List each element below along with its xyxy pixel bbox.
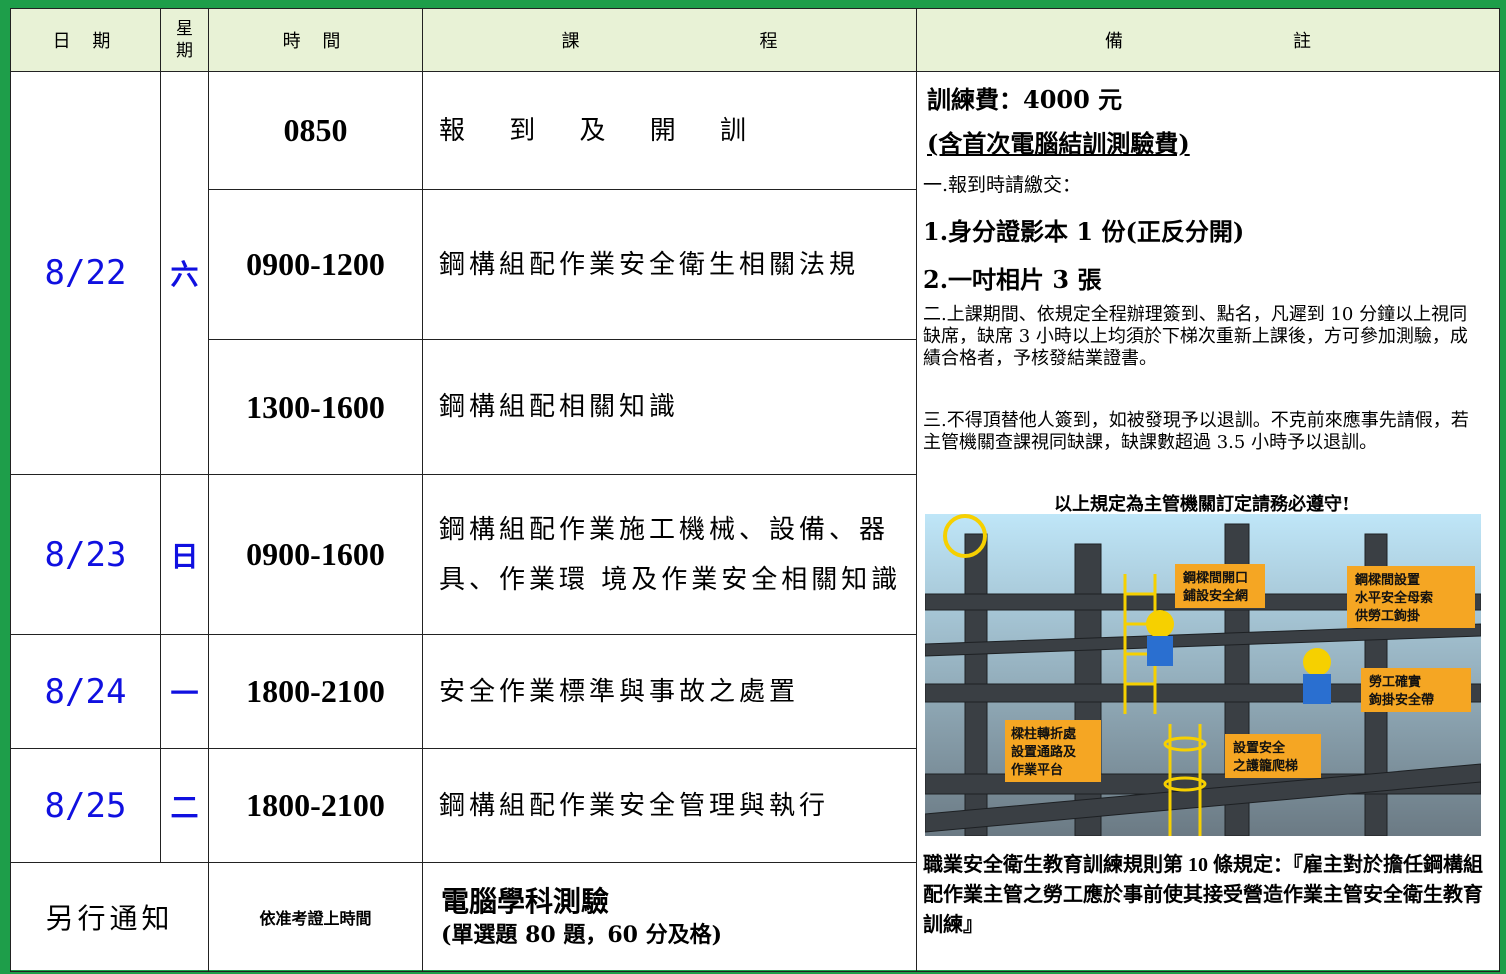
- exam-subtitle: (單選題 80 題，60 分及格): [441, 922, 723, 948]
- course-cell: 報 到 及 開 訓: [422, 71, 917, 190]
- fee-note: (含首次電腦結訓測驗費): [927, 129, 1190, 158]
- time-cell: 0900-1600: [208, 474, 423, 635]
- notes-cell: 訓練費：4000 元 (含首次電腦結訓測驗費) 一.報到時請繳交： 1.身分證影…: [916, 71, 1500, 972]
- header-date: 日 期: [10, 8, 161, 72]
- exam-title: 電腦學科測驗: [441, 885, 610, 918]
- week-cell: 日: [160, 474, 209, 635]
- time-cell: 1800-2100: [208, 634, 423, 749]
- law-text: 職業安全衛生教育訓練規則第 10 條規定：『雇主對於擔任鋼構組配作業主管之勞工應…: [923, 854, 1483, 936]
- course-cell: 鋼構組配相關知識: [422, 339, 917, 475]
- rule-two: 二.上課期間、依規定全程辦理簽到、點名，凡遲到 10 分鐘以上視同缺席，缺席 3…: [923, 304, 1468, 369]
- course-cell: 鋼構組配作業施工機械、設備、器具、作業環 境及作業安全相關知識: [422, 474, 917, 635]
- header-course: 課程: [422, 8, 917, 72]
- time-cell: 0850: [208, 71, 423, 190]
- schedule-table: 日 期 星期 時 間 課程 備註 8/22 六 0850 報 到 及 開 訓 訓…: [10, 8, 1500, 972]
- course-cell: 安全作業標準與事故之處置: [422, 634, 917, 749]
- illus-label-2a: 鋼樑間設置: [1354, 572, 1420, 588]
- item-one: 一.報到時請繳交：: [923, 174, 1082, 196]
- week-cell: 二: [160, 748, 209, 863]
- illus-label-5a: 設置安全: [1233, 740, 1286, 756]
- illus-label-4b: 設置通路及: [1011, 744, 1077, 760]
- date-cell: 8/23: [10, 474, 161, 635]
- illus-label-3a: 勞工確實: [1369, 674, 1421, 690]
- schedule-sheet: 日 期 星期 時 間 課程 備註 8/22 六 0850 報 到 及 開 訓 訓…: [10, 8, 1500, 972]
- doc-two: 2.一吋相片 3 張: [923, 265, 1102, 294]
- date-cell: 8/25: [10, 748, 161, 863]
- time-cell: 1800-2100: [208, 748, 423, 863]
- illus-label-1b: 鋪設安全網: [1183, 588, 1248, 604]
- rule-three: 三.不得頂替他人簽到，如被發現予以退訓。不克前來應事先請假，若主管機關查課視同缺…: [923, 410, 1469, 453]
- illus-label-2b: 水平安全母索: [1355, 590, 1433, 606]
- date-cell: 8/22: [10, 71, 161, 475]
- illus-label-5b: 之護籠爬梯: [1233, 758, 1298, 774]
- fee-text: 訓練費：4000 元: [927, 85, 1123, 114]
- date-cell: 8/24: [10, 634, 161, 749]
- week-cell: 六: [160, 71, 209, 475]
- illus-label-2c: 供勞工鉤掛: [1354, 608, 1421, 624]
- course-cell: 鋼構組配作業安全衛生相關法規: [422, 189, 917, 340]
- illus-label-4c: 作業平台: [1011, 762, 1063, 778]
- time-cell: 0900-1200: [208, 189, 423, 340]
- notice-cell: 另行通知: [10, 862, 209, 972]
- course-cell: 鋼構組配作業安全管理與執行: [422, 748, 917, 863]
- exam-time-cell: 依准考證上時間: [208, 862, 423, 972]
- rule-emphasis: 以上規定為主管機關訂定請務必遵守!: [1054, 494, 1350, 515]
- week-cell: 一: [160, 634, 209, 749]
- doc-one: 1.身分證影本 1 份(正反分開): [923, 217, 1245, 246]
- illus-label-1a: 鋼樑間開口: [1182, 570, 1248, 586]
- illus-label-3b: 鉤掛安全帶: [1368, 692, 1434, 708]
- safety-illustration: 鋼樑間開口 鋪設安全網 鋼樑間設置 水平安全母索 供勞工鉤掛 勞工確實 鉤掛安全…: [925, 514, 1481, 836]
- header-note: 備註: [916, 8, 1500, 72]
- header-week: 星期: [160, 8, 209, 72]
- exam-cell: 電腦學科測驗 (單選題 80 題，60 分及格): [422, 862, 917, 972]
- time-cell: 1300-1600: [208, 339, 423, 475]
- illus-label-4a: 樑柱轉折處: [1011, 726, 1077, 742]
- header-time: 時 間: [208, 8, 423, 72]
